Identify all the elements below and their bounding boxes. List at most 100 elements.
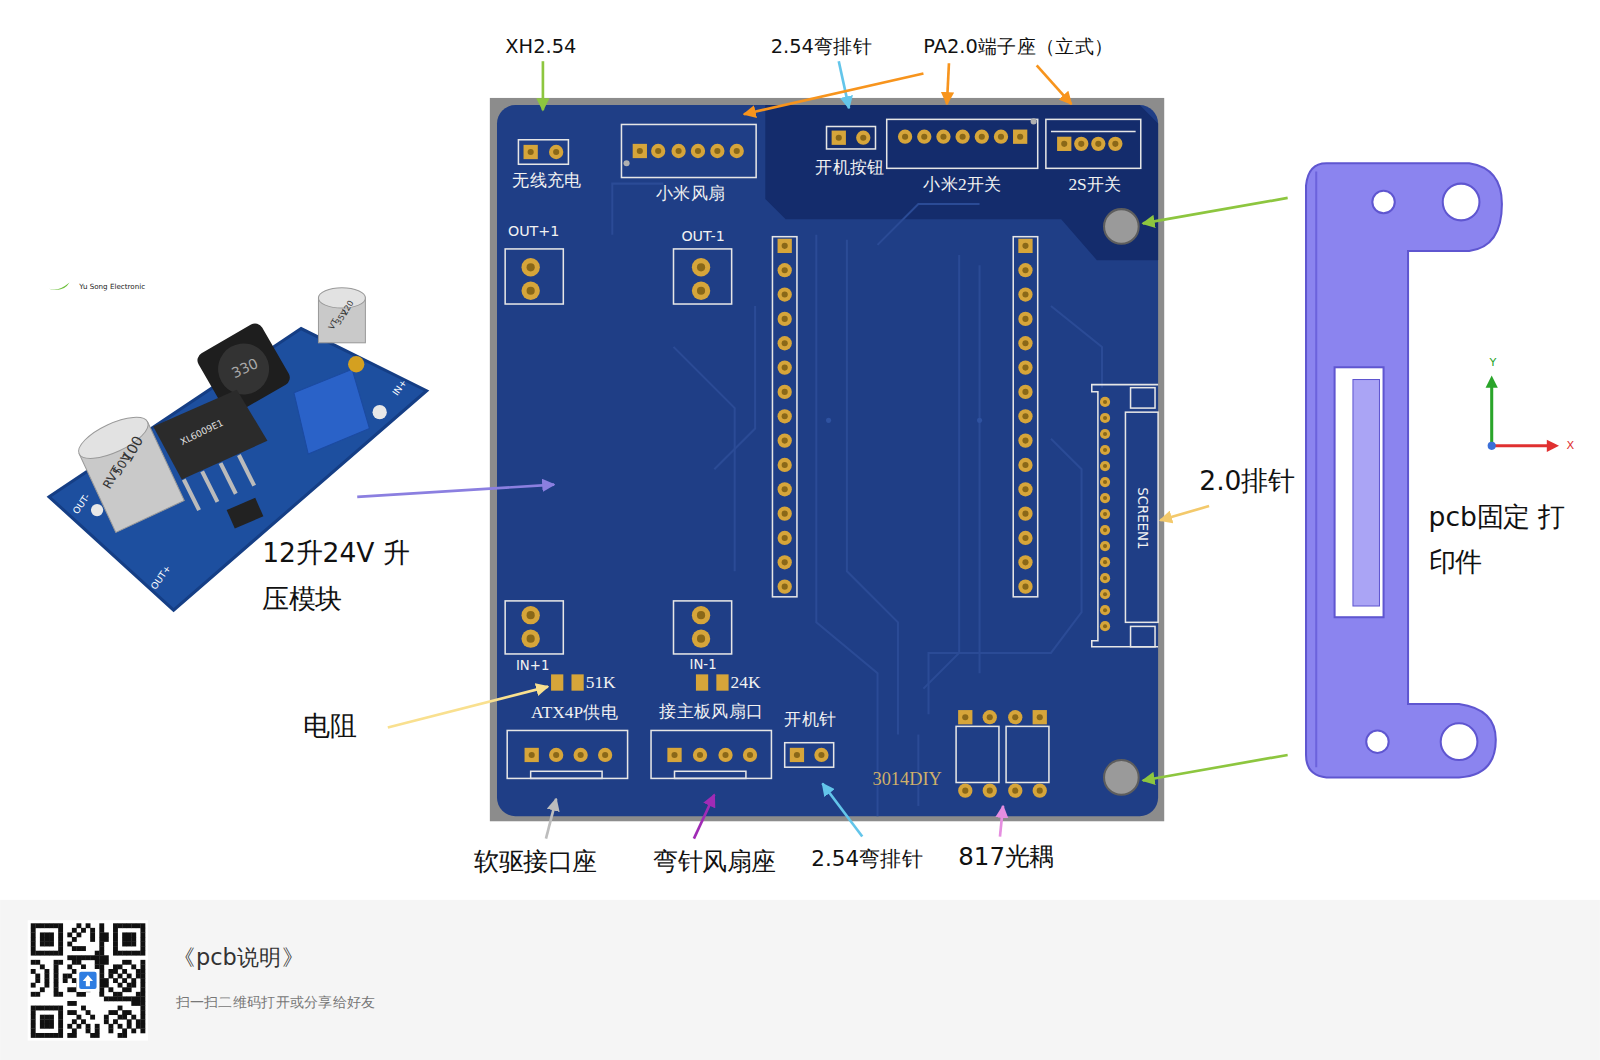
silkscreen-label: 小米风扇 bbox=[656, 183, 725, 204]
leader-arrow bbox=[1000, 806, 1003, 837]
pad bbox=[718, 748, 732, 762]
callout-label: 817光耦 bbox=[958, 842, 1054, 871]
pad bbox=[778, 239, 792, 253]
pad bbox=[1100, 509, 1110, 519]
pad bbox=[1033, 710, 1047, 724]
pad bbox=[1018, 433, 1032, 447]
pad bbox=[1018, 336, 1032, 350]
pad bbox=[1100, 605, 1110, 615]
pad bbox=[691, 144, 705, 158]
leader-arrow bbox=[744, 73, 924, 114]
axis-triad bbox=[1486, 375, 1559, 452]
resistor-value: 51K bbox=[586, 672, 616, 693]
silkscreen-label: IN-1 bbox=[690, 656, 717, 672]
pad bbox=[692, 629, 710, 647]
callout-label: pcb固定 打印件 bbox=[1429, 494, 1572, 586]
silkscreen-label: 小米2开关 bbox=[923, 174, 1001, 195]
footer-ground bbox=[0, 900, 1600, 1060]
pad bbox=[549, 145, 563, 159]
pad bbox=[1100, 429, 1110, 439]
pad bbox=[710, 144, 724, 158]
callout-label: 弯针风扇座 bbox=[653, 848, 775, 877]
pad bbox=[692, 282, 710, 300]
pcb-board: 无线充电小米风扇开机按钮小米2开关2S开关OUT+1OUT-1IN+1IN-15… bbox=[490, 98, 1164, 821]
pad bbox=[778, 506, 792, 520]
pad bbox=[790, 748, 804, 762]
silkscreen-label: ATX4P供电 bbox=[531, 703, 618, 724]
pad bbox=[1100, 525, 1110, 535]
pad bbox=[1057, 137, 1071, 151]
pad bbox=[1100, 477, 1110, 487]
pad bbox=[1018, 482, 1032, 496]
pad bbox=[521, 258, 539, 276]
axis-label: X bbox=[1567, 439, 1575, 452]
pad bbox=[1091, 137, 1105, 151]
pcb-fixture-part bbox=[1306, 163, 1502, 777]
pad bbox=[633, 144, 647, 158]
pin-label: IN+ bbox=[391, 378, 410, 398]
pad bbox=[743, 748, 757, 762]
pad bbox=[730, 144, 744, 158]
resistor-value: 24K bbox=[731, 672, 761, 693]
leader-arrow bbox=[822, 784, 862, 837]
pad bbox=[994, 130, 1008, 144]
board-mark: 3014DIY bbox=[872, 769, 941, 791]
callout-label: 2.0排针 bbox=[1199, 466, 1294, 498]
pad bbox=[778, 385, 792, 399]
pad bbox=[1018, 506, 1032, 520]
leader-arrow bbox=[839, 61, 849, 108]
pad bbox=[525, 748, 539, 762]
leader-arrow bbox=[388, 687, 548, 728]
pad bbox=[1074, 137, 1088, 151]
pad bbox=[983, 710, 997, 724]
pad bbox=[667, 748, 681, 762]
pad bbox=[521, 606, 539, 624]
pad bbox=[814, 748, 828, 762]
callout-label: 2.54弯排针 bbox=[811, 846, 923, 872]
pad bbox=[1018, 239, 1032, 253]
pad bbox=[1100, 413, 1110, 423]
pad bbox=[856, 131, 870, 145]
pad bbox=[778, 312, 792, 326]
resistor-pad bbox=[716, 674, 728, 690]
pad bbox=[778, 409, 792, 423]
callout-label: 2.54弯排针 bbox=[771, 34, 872, 57]
pad bbox=[958, 710, 972, 724]
pad bbox=[778, 555, 792, 569]
pad bbox=[778, 336, 792, 350]
pad bbox=[778, 580, 792, 594]
footer-title: 《pcb说明》 bbox=[173, 945, 304, 972]
pad bbox=[778, 531, 792, 545]
callout-label: XH2.54 bbox=[505, 34, 576, 57]
pad bbox=[1018, 409, 1032, 423]
pin-label: OUT+ bbox=[149, 563, 174, 592]
leader-arrow bbox=[1160, 506, 1209, 520]
pad bbox=[671, 144, 685, 158]
pad bbox=[983, 784, 997, 798]
pad bbox=[1008, 710, 1022, 724]
leader-arrow bbox=[694, 795, 714, 839]
silkscreen-label: SCREEN1 bbox=[1134, 487, 1150, 549]
pad bbox=[651, 144, 665, 158]
pad bbox=[598, 748, 612, 762]
pad bbox=[549, 748, 563, 762]
leader-arrow bbox=[1037, 65, 1072, 104]
callout-label: 12升24V 升压模块 bbox=[262, 531, 415, 623]
silkscreen-label: IN+1 bbox=[516, 657, 549, 673]
pad bbox=[1018, 385, 1032, 399]
part-marking: 330 bbox=[229, 355, 261, 382]
pad bbox=[1018, 580, 1032, 594]
pad bbox=[1100, 445, 1110, 455]
part-marking: XL6009E1 bbox=[179, 418, 226, 448]
pad bbox=[936, 130, 950, 144]
pad bbox=[1100, 493, 1110, 503]
pad bbox=[832, 131, 846, 145]
pad bbox=[1033, 784, 1047, 798]
pad bbox=[524, 145, 538, 159]
pcb-board-art bbox=[490, 98, 1164, 821]
silkscreen-label: 2S开关 bbox=[1068, 174, 1121, 195]
leader-arrow bbox=[357, 485, 554, 497]
pad bbox=[1100, 589, 1110, 599]
